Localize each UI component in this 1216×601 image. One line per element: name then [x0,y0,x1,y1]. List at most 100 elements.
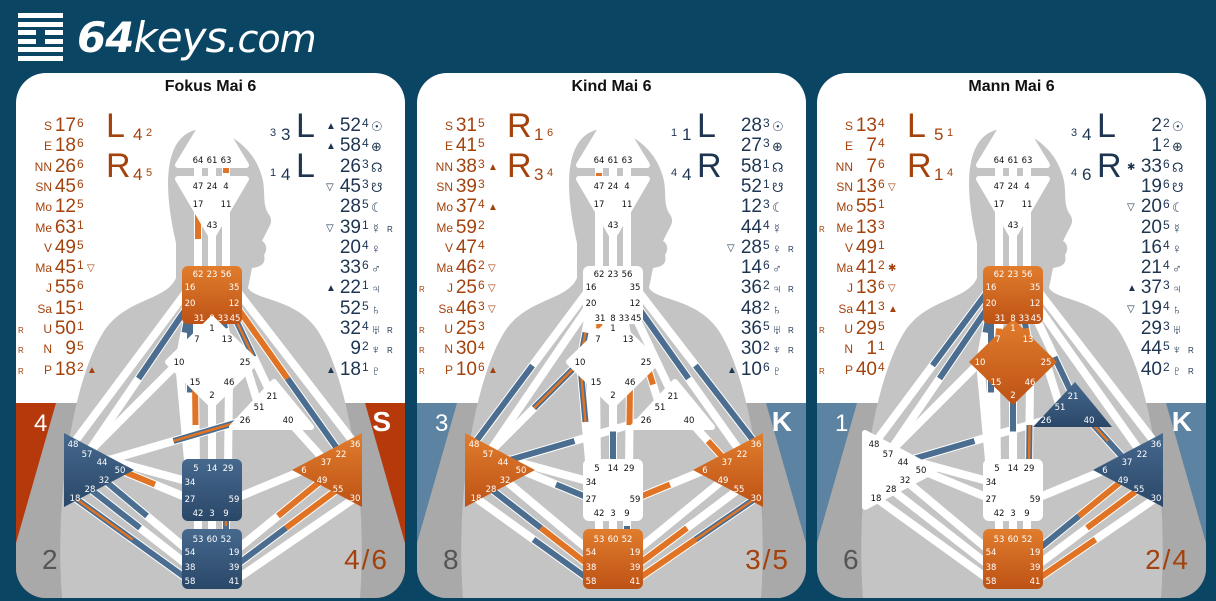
center-head[interactable] [175,106,249,168]
center-root[interactable] [583,529,643,589]
center-throat[interactable] [182,266,242,324]
center-sacral[interactable] [182,459,242,521]
center-root[interactable] [182,529,242,589]
center-ajna[interactable] [576,176,650,240]
center-throat[interactable] [583,266,643,324]
center-sp[interactable] [693,433,763,507]
center-spleen[interactable] [64,433,134,507]
center-spleen[interactable] [465,433,535,507]
center-sacral[interactable] [983,459,1043,521]
center-ego[interactable] [229,379,314,430]
center-ego[interactable] [630,379,715,430]
site-logo[interactable]: 64keys.com [18,12,317,62]
center-root[interactable] [983,529,1043,589]
center-sp[interactable] [292,433,362,507]
center-throat[interactable] [983,266,1043,324]
center-ajna[interactable] [976,176,1050,240]
center-head[interactable] [576,106,650,168]
center-ajna[interactable] [175,176,249,240]
center-g[interactable] [969,319,1057,405]
center-g[interactable] [566,316,660,408]
center-ego[interactable] [1033,382,1112,427]
center-spleen[interactable] [862,430,938,510]
center-g[interactable] [165,316,259,408]
center-sp[interactable] [1093,433,1163,507]
center-head[interactable] [976,106,1050,168]
center-sacral[interactable] [583,459,643,521]
